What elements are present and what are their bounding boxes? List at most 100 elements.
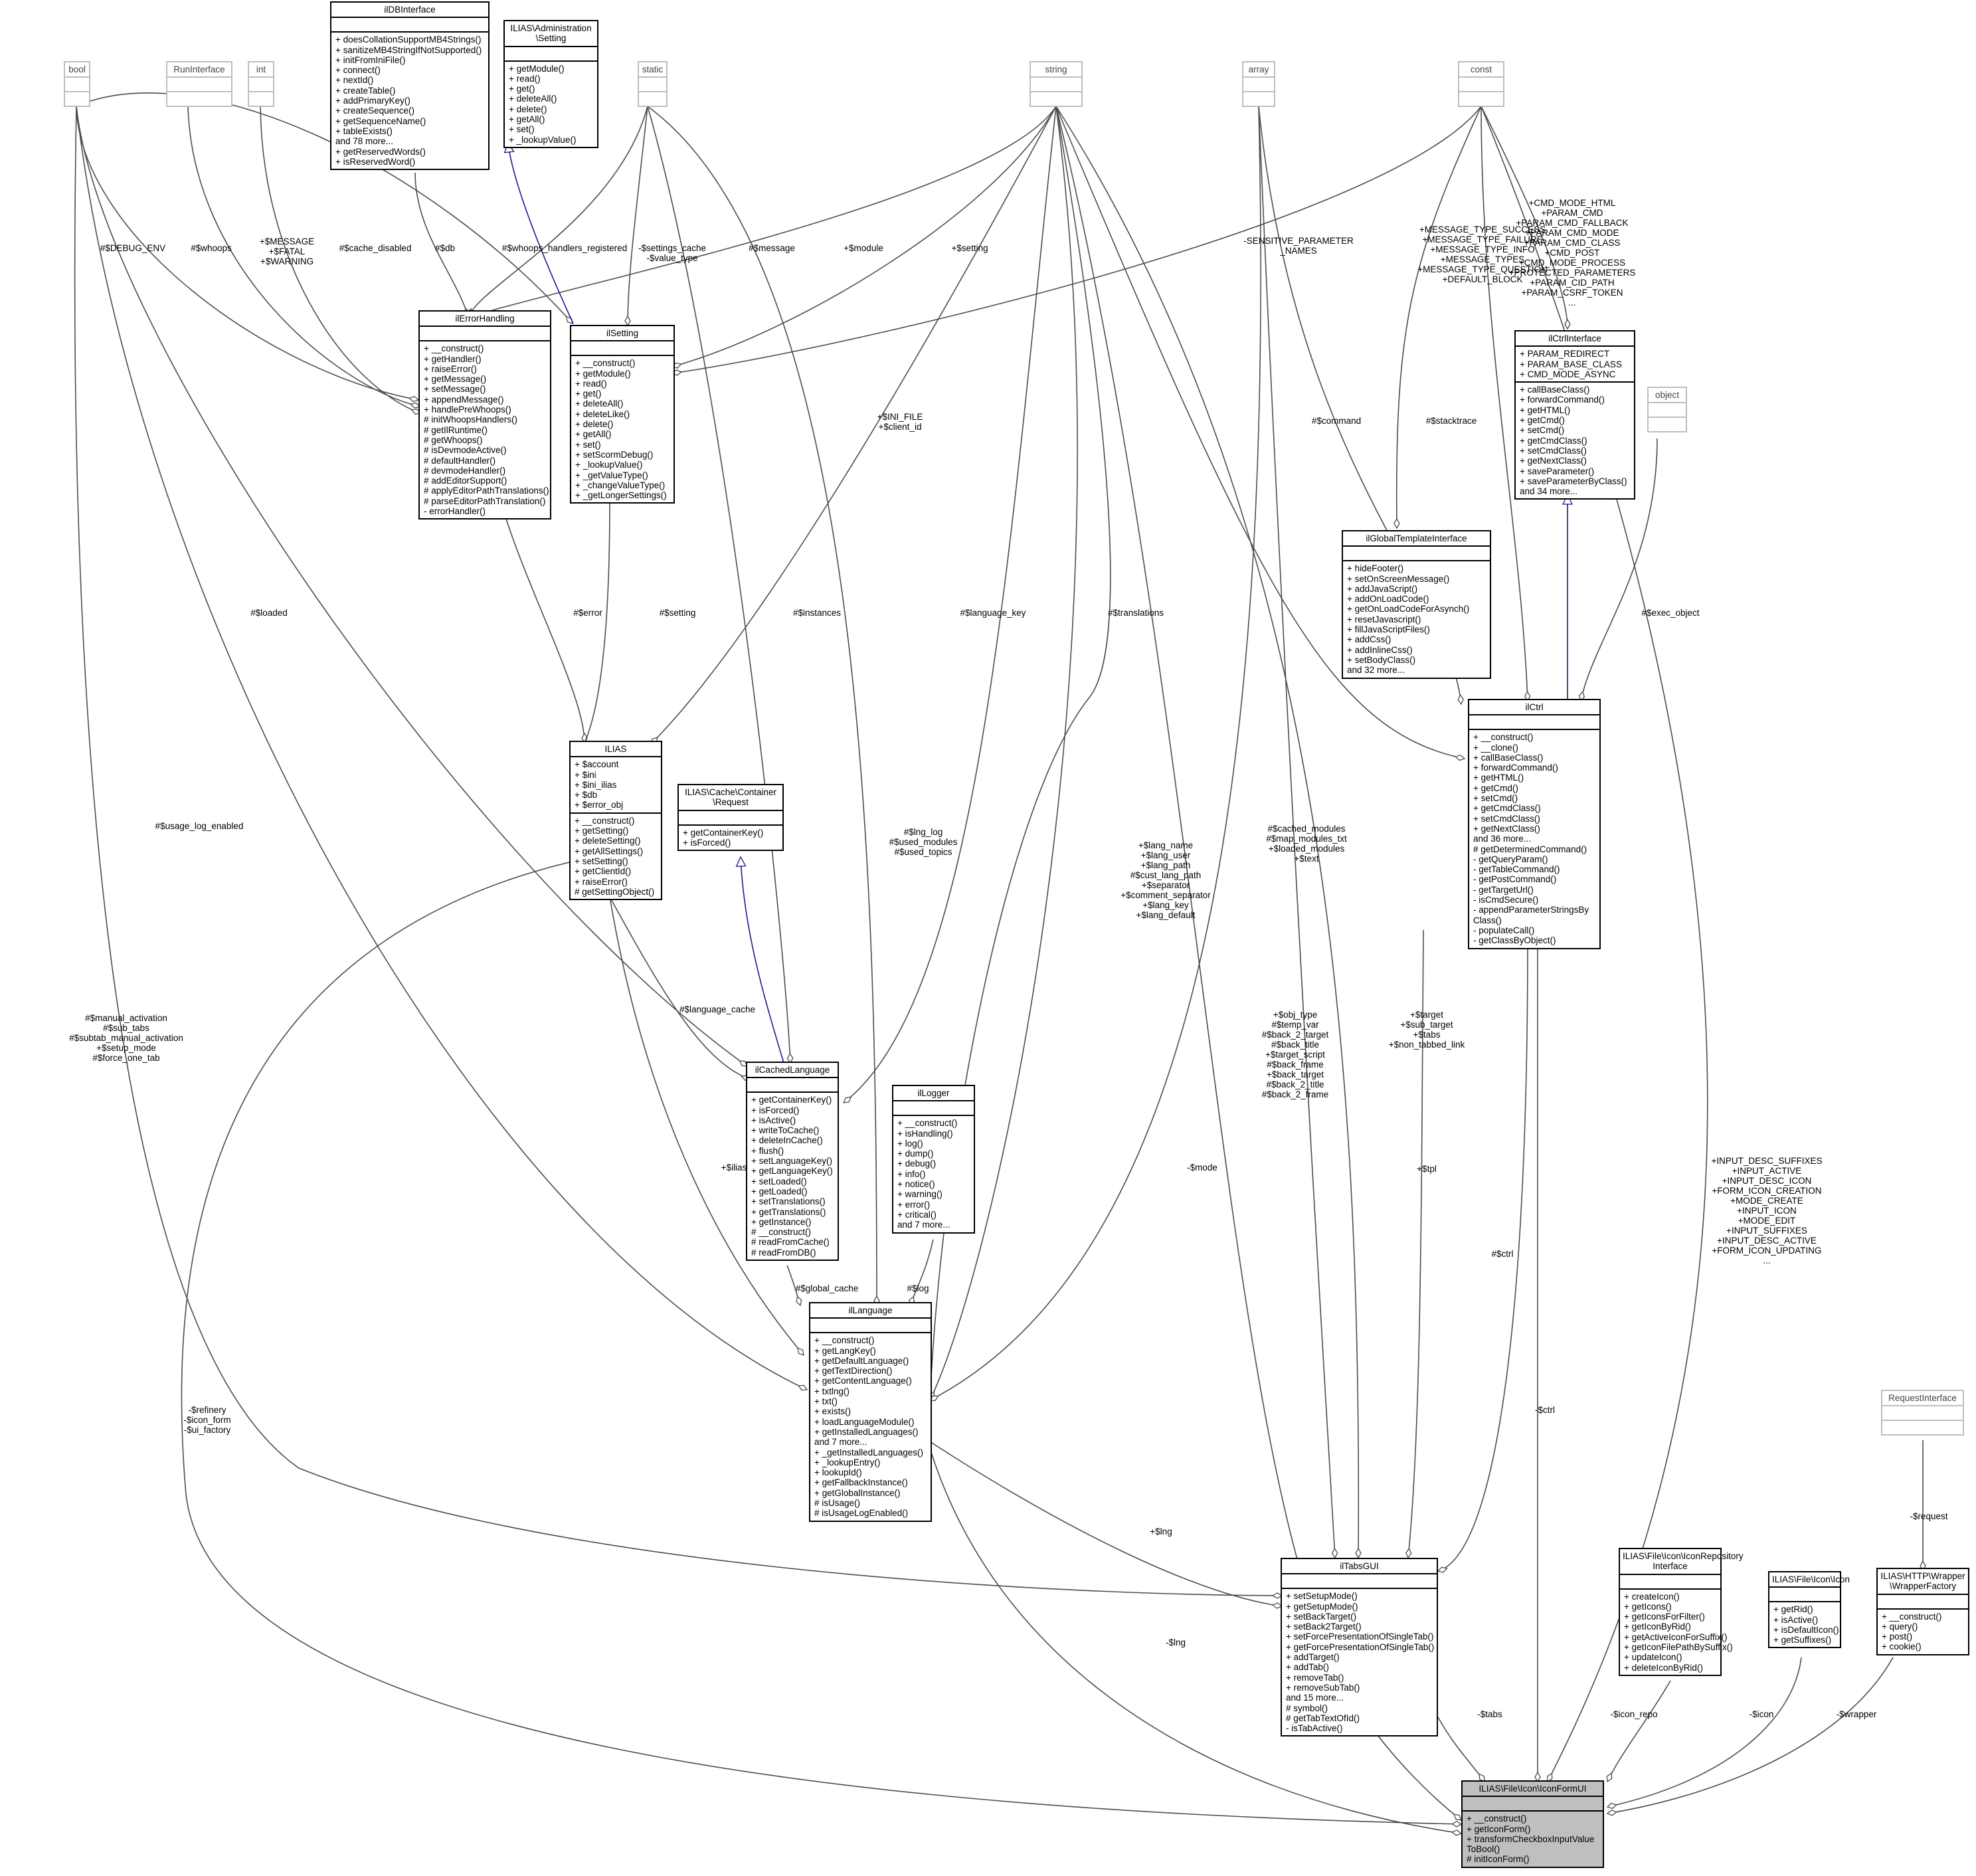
edge-error [504,514,584,743]
attributes-section [1769,1586,1840,1601]
class-requestinterface: RequestInterface [1881,1390,1964,1436]
edge-label-language-key: #$language_key [960,608,1026,618]
edge-wrapper [1607,1657,1894,1814]
method: # addEditorSupport() [424,476,507,486]
method: + addJavaScript() [1347,583,1418,594]
edge-language-key [844,106,1057,1103]
method: + writeToCache() [751,1125,820,1136]
edge-ilias-ref [609,896,804,1355]
method: + isForced() [683,837,731,848]
method: + setMessage() [424,384,486,395]
method: + isReservedWord() [335,156,416,167]
class-runinterface: RunInterface [166,61,232,108]
method: + setSetupMode() [1286,1591,1358,1602]
edge-loaded [76,106,747,1066]
class-cache_request: ILIAS\Cache\Container \Request+ getConta… [677,784,784,852]
method: + post() [1882,1632,1913,1642]
class-name: ilTabsGUI [1340,1561,1379,1571]
method: + getAllSettings() [575,846,644,856]
method: + getGlobalInstance() [814,1487,901,1498]
method: + getSetting() [575,826,629,836]
attribute: + $ini_ilias [575,779,617,790]
method: + critical() [897,1209,937,1220]
edge-setting-ilias [584,501,610,743]
methods-section: + getRid()+ isActive()+ isDefaultIcon()+… [1769,1601,1840,1647]
method: + addInlineCss() [1347,644,1413,655]
method: - getTargetUrl() [1473,884,1534,895]
method: + getContentLanguage() [814,1376,912,1386]
method: + dump() [897,1149,934,1159]
class-name: string [1045,64,1067,74]
class-name: ILIAS [604,744,627,754]
class-name: ilDBInterface [384,5,436,15]
methods-section: + __construct()+ getLangKey()+ getDefaul… [810,1332,931,1520]
method: + forwardCommand() [1473,763,1558,773]
method: + addOnLoadCode() [1347,594,1429,605]
edge-instances [647,106,790,1063]
method: # devmodeHandler() [424,465,506,476]
method: + __construct() [1473,732,1534,743]
method: + get() [509,84,535,94]
class-string: string [1030,61,1083,108]
method: # __construct() [751,1227,812,1238]
edge-label-obj-type: +$obj_type #$temp_var #$back_2_target #$… [1261,1010,1329,1099]
method: + read() [509,73,541,84]
methods-section: + getModule()+ read()+ get()+ deleteAll(… [505,60,597,147]
attributes-section [1243,76,1274,91]
attributes-section [747,1077,838,1091]
attributes-section [1282,1573,1437,1588]
method: + query() [1882,1621,1918,1632]
method: # isUsage() [814,1498,861,1509]
method: + getTextDirection() [814,1366,893,1376]
method: + hideFooter() [1347,563,1404,574]
method: + getInstance() [751,1216,812,1227]
method: # parseEditorPathTranslation() [424,496,546,506]
methods-section: + callBaseClass()+ forwardCommand()+ get… [1516,381,1634,498]
method: + getInstalledLanguages() [814,1426,919,1437]
edge-label-usage-log: #$usage_log_enabled [155,821,244,831]
class-name: ILIAS\File\Icon\IconRepository Interface [1623,1551,1744,1572]
method: + getCmdClass() [1473,803,1541,814]
method: + _lookupEntry() [814,1457,881,1467]
method: + getIconFilePathBySuffix() [1624,1642,1733,1653]
class-ildbinterface: ilDBInterface+ doesCollationSupportMB4St… [330,1,490,171]
method: Class() [1473,915,1502,925]
class-iltabsgui: ilTabsGUI + setSetupMode()+ getSetupMode(… [1281,1558,1438,1737]
method: + __clone() [1473,742,1518,753]
attribute: + $error_obj [575,800,624,810]
edge-message-types [1397,106,1482,528]
class-name: ilErrorHandling [455,314,515,324]
edge-label-cmd-consts: +CMD_MODE_HTML +PARAM_CMD +PARAM_CMD_FAL… [1508,198,1636,308]
class-const: const [1458,61,1504,108]
attributes-section [679,809,782,824]
edge-label-debug-env: #$DEBUG_ENV [100,243,166,253]
attribute: + CMD_MODE_ASYNC [1520,369,1616,379]
method: + getAll() [509,114,545,125]
attributes-section [167,76,231,91]
method: + saveParameterByClass() [1520,476,1627,486]
edge-label-command: #$command [1311,416,1362,426]
method: - getQueryParam() [1473,854,1548,864]
methods-section [249,91,273,106]
edge-label-input-desc: +INPUT_DESC_SUFFIXES +INPUT_ACTIVE +INPU… [1711,1156,1823,1266]
edge-label-module: +$module [844,243,883,253]
method: + getRid() [1773,1604,1813,1615]
method: + saveParameter() [1520,466,1595,476]
edge-label-log: #$log [907,1283,929,1293]
method: # symbol() [1286,1703,1328,1713]
methods-section: + createIcon()+ getIcons()+ getIconsForF… [1620,1588,1733,1675]
method: + getCmdClass() [1520,435,1587,446]
method: + _lookupValue() [509,134,577,145]
method: + setCmd() [1520,425,1565,436]
method: + transformCheckboxInputValue [1467,1833,1595,1844]
method: + getAll() [575,429,612,440]
edge-module [672,106,1057,367]
edge-icon-repo [1607,1680,1671,1782]
edge-icon [1607,1657,1802,1807]
edge-label-sensitive: -SENSITIVE_PARAMETER _NAMES [1243,236,1354,256]
attributes-section [1469,714,1599,729]
methods-section: + setSetupMode()+ getSetupMode()+ setBac… [1282,1588,1437,1735]
edge-lang-vars [930,106,1078,1400]
method: + isActive() [751,1115,796,1125]
edge-label-language-cache: #$language_cache [679,1004,756,1014]
